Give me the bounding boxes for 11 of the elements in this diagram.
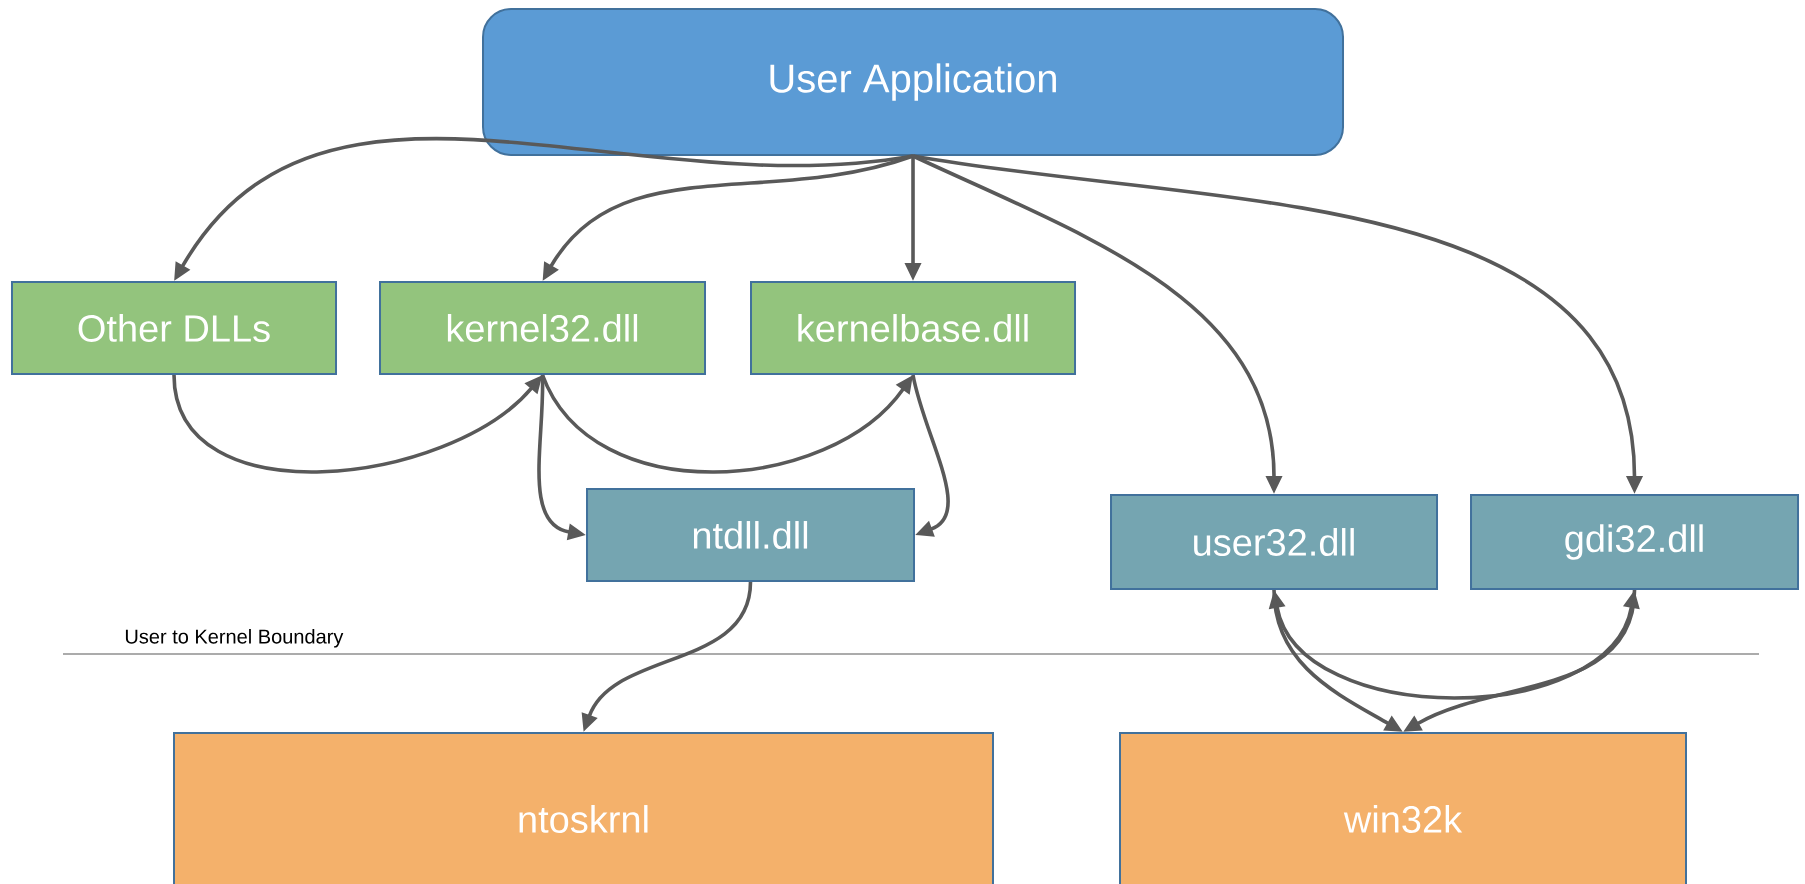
application-box: User Application xyxy=(482,8,1344,156)
kernel-box: win32k xyxy=(1119,732,1687,884)
kernel-box: ntoskrnl xyxy=(173,732,994,884)
boundary-label: User to Kernel Boundary xyxy=(125,628,344,648)
library-box: ntdll.dll xyxy=(586,488,915,582)
library-box: Other DLLs xyxy=(11,281,337,375)
library-box: user32.dll xyxy=(1110,494,1438,590)
arrow xyxy=(911,374,950,537)
library-box: kernel32.dll xyxy=(379,281,706,375)
library-box: kernelbase.dll xyxy=(750,281,1076,375)
library-box: gdi32.dll xyxy=(1470,494,1799,590)
